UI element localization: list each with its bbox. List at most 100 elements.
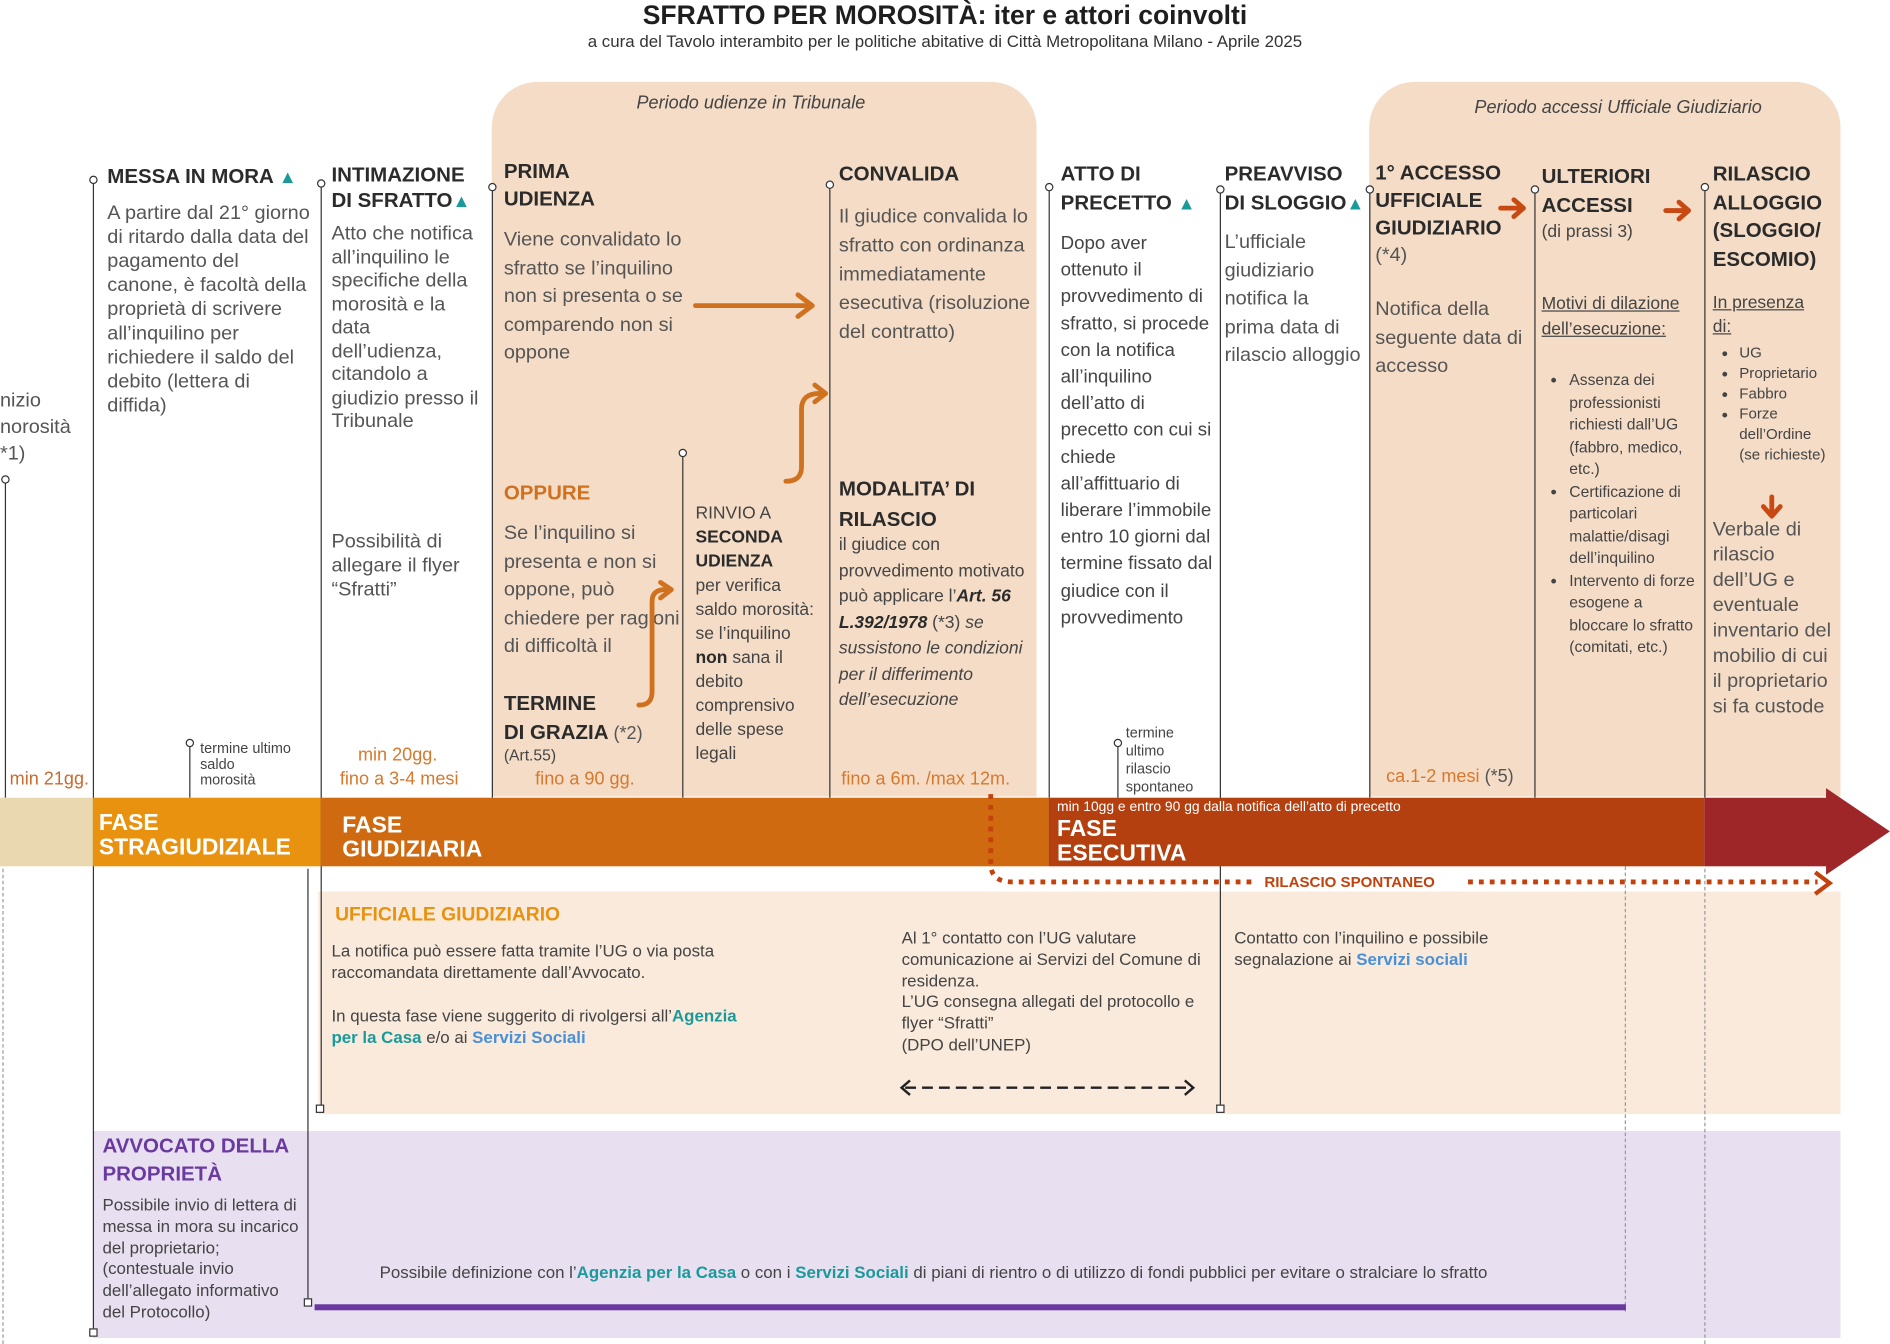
motivi-item: Certificazione di particolari malattie/d… xyxy=(1569,481,1699,570)
phase-bar-giudiziaria xyxy=(320,797,1049,867)
line-termine-saldo xyxy=(189,743,191,798)
ufficiale-p2-b: e/o ai xyxy=(421,1027,473,1047)
agenzia-link[interactable]: Agenzia per la Casa xyxy=(576,1262,737,1282)
primo-accesso-note: (*4) xyxy=(1375,244,1408,266)
termine-grazia-art: (Art.55) xyxy=(503,745,557,765)
in-presenza-di: In presenza di: xyxy=(1712,293,1805,337)
preavviso-body: L’ufficiale giudiziario notifica la prim… xyxy=(1224,231,1361,366)
rilascio-body: Verbale di rilascio dell’UG e eventuale … xyxy=(1712,518,1832,718)
fino-6m: fino a 6m. /max 12m. xyxy=(841,768,1011,790)
convalida-title: CONVALIDA xyxy=(838,162,960,186)
ufficiale-title: UFFICIALE GIUDIZIARIO xyxy=(335,904,561,926)
double-arrow xyxy=(899,1079,1196,1096)
rinvio-bold-1: SECONDA xyxy=(695,528,783,548)
line-precetto xyxy=(1048,186,1050,798)
motivi-item: Assenza dei professionisti richiesti dal… xyxy=(1569,369,1699,480)
ufficiale-mid: Al 1° contatto con l’UG valutare comunic… xyxy=(901,927,1201,1054)
intimazione-body-2: Possibilità di allegare il flyer “Sfratt… xyxy=(331,530,460,601)
avvocato-band xyxy=(92,1131,1841,1338)
servizi-link[interactable]: Servizi Sociali xyxy=(795,1262,909,1282)
presenza-note: (se richieste) xyxy=(1739,446,1826,464)
preavviso-title-1: PREAVVISO xyxy=(1224,162,1343,186)
presenza-list: UG Proprietario Fabbro Forze dell’Ordine… xyxy=(1713,343,1834,466)
ufficiale-panel-label: Periodo accessi Ufficiale Giudiziario xyxy=(1474,97,1762,118)
presenza-item: Forze dell’Ordine xyxy=(1739,404,1833,445)
motivi-item: Intervento di forze esogene a bloccare l… xyxy=(1569,570,1699,659)
rilascio-spontaneo-label: RILASCIO SPONTANEO xyxy=(1264,873,1435,891)
line-avvocato-right xyxy=(307,868,309,1302)
precetto-title: ATTO DI PRECETTO ▲ xyxy=(1061,160,1196,219)
dot-preavviso xyxy=(1216,185,1225,194)
ufficiale-right-a: Contatto con l’inquilino e possibile seg… xyxy=(1234,927,1489,969)
modalita-body-a: il giudice con provvedimento motivato pu… xyxy=(838,535,1025,607)
motivi-list: Assenza dei professionisti richiesti dal… xyxy=(1543,369,1700,658)
rinvio-block: RINVIO A SECONDA UDIENZA per verifica sa… xyxy=(695,502,822,767)
dash-left xyxy=(2,868,4,1344)
rinvio-bold-2: UDIENZA xyxy=(695,552,774,572)
oppure-label: OPPURE xyxy=(503,481,591,505)
ufficiale-right: Contatto con l’inquilino e possibile seg… xyxy=(1234,928,1535,971)
avvocato-body: Possibile invio di lettera di messa in m… xyxy=(102,1194,299,1322)
dot-termine-saldo xyxy=(185,738,195,748)
intimazione-title-1: INTIMAZIONE xyxy=(331,163,465,187)
messa-in-mora-title: MESSA IN MORA ▲ xyxy=(107,162,296,191)
ufficiale-p2: In questa fase viene suggerito di rivolg… xyxy=(331,1005,747,1048)
avvocato-foot-b: o con i xyxy=(736,1262,796,1282)
dot-termine-rilascio xyxy=(1113,738,1123,748)
rinvio-pre: RINVIO A xyxy=(695,504,772,524)
preavviso-title: PREAVVISO DI SLOGGIO▲ xyxy=(1225,160,1365,219)
termine-grazia-note: (*2) xyxy=(613,723,643,744)
prima-udienza-body: Viene convalidato lo sfratto se l’inquil… xyxy=(503,228,683,364)
page-title: SFRATTO PER MOROSITÀ: iter e attori coin… xyxy=(642,0,1248,31)
dash-1414 xyxy=(1704,868,1706,1344)
dot-rilascio xyxy=(1700,182,1710,192)
presenza-item: UG xyxy=(1739,343,1833,363)
tribunale-panel-label: Periodo udienze in Tribunale xyxy=(636,92,866,114)
line-ulteriori xyxy=(1534,188,1536,798)
min-21gg: min 21gg. xyxy=(9,768,90,790)
phase-bar-final xyxy=(1704,797,1828,867)
avvocato-foot: Possibile definizione con l’Agenzia per … xyxy=(380,1260,1621,1284)
line-intimazione xyxy=(320,182,322,1110)
prima-udienza-body-2: Se l’inquilino si presenta e non si oppo… xyxy=(503,522,680,657)
termine-grazia-2: DI GRAZIA (*2) xyxy=(504,718,643,747)
triangle-icon: ▲ xyxy=(278,167,297,188)
primo-accesso-body: Notifica della seguente data di accesso xyxy=(1375,298,1523,377)
termine-rilascio-label: termine ultimo rilascio spontaneo xyxy=(1125,724,1194,796)
dot-intimazione xyxy=(316,179,326,188)
rinvio-body-a: per verifica saldo morosità: se l’inquil… xyxy=(695,576,814,644)
dot-primo-accesso xyxy=(1365,185,1375,194)
dash-1348 xyxy=(1624,842,1626,1312)
dot-rinvio xyxy=(678,448,688,458)
presenza-item: Fabbro xyxy=(1739,384,1833,404)
fino-3-4-mesi: fino a 3-4 mesi xyxy=(339,768,459,790)
intimazione-title-2: DI SFRATTO xyxy=(331,188,453,212)
sq-avvocato-right xyxy=(303,1298,313,1307)
dot-precetto xyxy=(1044,182,1054,192)
modalita-note: (*3) xyxy=(932,613,961,633)
dot-messa-in-mora xyxy=(89,175,98,185)
rilascio-title: RILASCIO ALLOGGIO (SLOGGIO/ ESCOMIO) xyxy=(1712,162,1823,271)
ufficiale-band xyxy=(318,891,1841,1115)
phase-bar-pre xyxy=(0,797,93,867)
phase-stragiudiziale: FASE STRAGIUDIZIALE xyxy=(98,810,291,861)
sq-ufficiale xyxy=(315,1104,325,1113)
min-20gg: min 20gg. xyxy=(357,744,438,766)
intimazione-body: Atto che notifica all’inquilino le speci… xyxy=(331,222,479,432)
agenzia-link[interactable]: Agenzia per la Casa xyxy=(331,1005,737,1047)
ca-1-2-mesi-note: (*5) xyxy=(1484,766,1514,787)
line-inizio xyxy=(4,478,7,798)
termine-saldo-label: termine ultimo saldo morosità xyxy=(200,739,291,789)
termine-grazia-1: TERMINE xyxy=(503,691,597,715)
tribunale-panel xyxy=(491,81,1037,797)
servizi-sociali-link[interactable]: Servizi sociali xyxy=(1356,949,1468,969)
servizi-link[interactable]: Servizi Sociali xyxy=(472,1027,586,1047)
line-rilascio xyxy=(1704,186,1706,798)
precetto-window: min 10gg e entro 90 gg dalla notifica de… xyxy=(1057,800,1401,815)
avvocato-title: AVVOCATO DELLA PROPRIETÀ xyxy=(102,1134,290,1186)
line-convalida xyxy=(829,184,831,798)
line-messa-in-mora xyxy=(92,179,95,1335)
